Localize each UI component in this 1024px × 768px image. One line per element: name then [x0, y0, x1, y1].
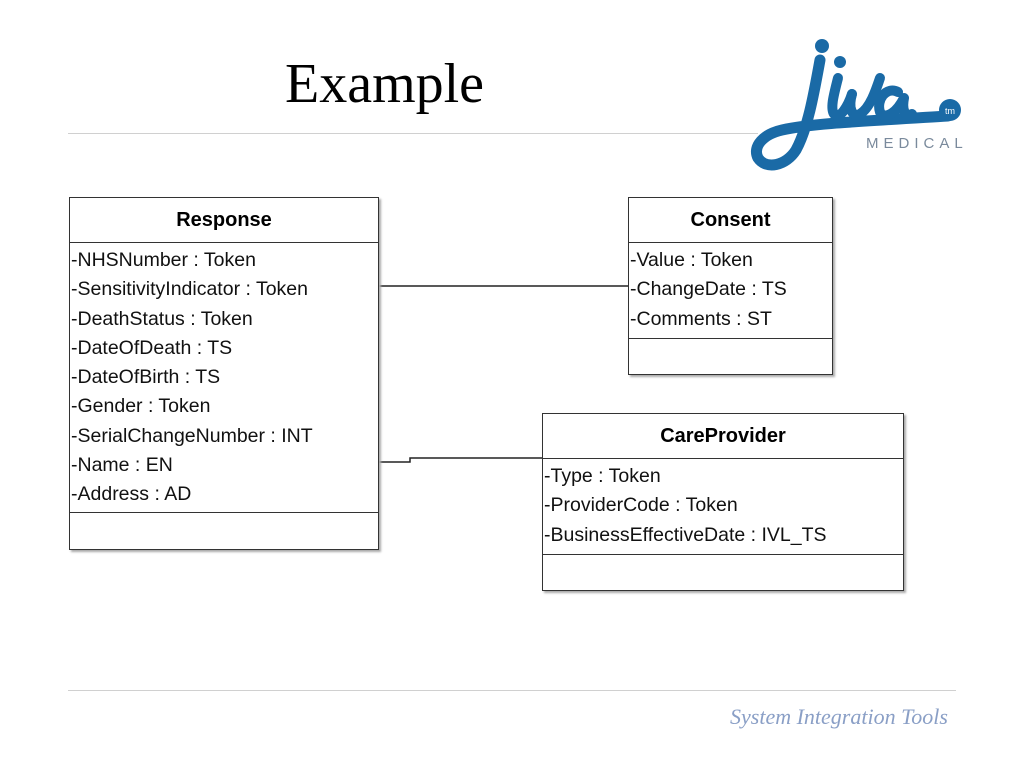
class-name: CareProvider: [543, 414, 903, 459]
attribute: -Type : Token: [544, 465, 661, 487]
attribute: -BusinessEffectiveDate : IVL_TS: [544, 523, 827, 546]
attribute: -Address : AD: [71, 483, 192, 506]
attribute: -NHSNumber : Token: [71, 249, 256, 271]
attribute: -Name : EN: [71, 454, 173, 477]
footer-divider: [68, 690, 956, 691]
class-consent: Consent -Value : Token -ChangeDate : TS …: [628, 197, 833, 375]
title-divider: [68, 133, 758, 134]
slide-title: Example: [285, 53, 485, 115]
attribute: -Gender : Token: [71, 395, 211, 418]
class-name: Response: [70, 198, 378, 243]
attribute: -Value : Token: [630, 249, 753, 271]
attribute: -DateOfBirth : TS: [71, 366, 221, 389]
jiva-medical-logo: tm MEDICAL: [751, 39, 968, 171]
attribute: -SensitivityIndicator : Token: [71, 278, 308, 301]
association-response-careprovider: [379, 457, 542, 463]
attribute: -ChangeDate : TS: [630, 278, 787, 301]
class-name: Consent: [629, 198, 832, 243]
attributes-compartment: -Type : Token -ProviderCode : Token -Bus…: [543, 459, 903, 555]
class-response: Response -NHSNumber : Token -Sensitivity…: [69, 197, 379, 550]
attributes-compartment: -NHSNumber : Token -SensitivityIndicator…: [70, 243, 378, 513]
logo-subtitle: MEDICAL: [866, 135, 968, 152]
attribute: -DateOfDeath : TS: [71, 336, 233, 359]
class-careprovider: CareProvider -Type : Token -ProviderCode…: [542, 413, 904, 591]
attribute: -ProviderCode : Token: [544, 494, 738, 517]
attributes-compartment: -Value : Token -ChangeDate : TS -Comment…: [629, 243, 832, 339]
attribute: -Comments : ST: [630, 307, 772, 330]
attribute: -SerialChangeNumber : INT: [71, 424, 313, 447]
attribute: -DeathStatus : Token: [71, 307, 253, 330]
logo-tm-mark: tm: [945, 106, 955, 116]
footer-tagline: System Integration Tools: [730, 704, 948, 729]
